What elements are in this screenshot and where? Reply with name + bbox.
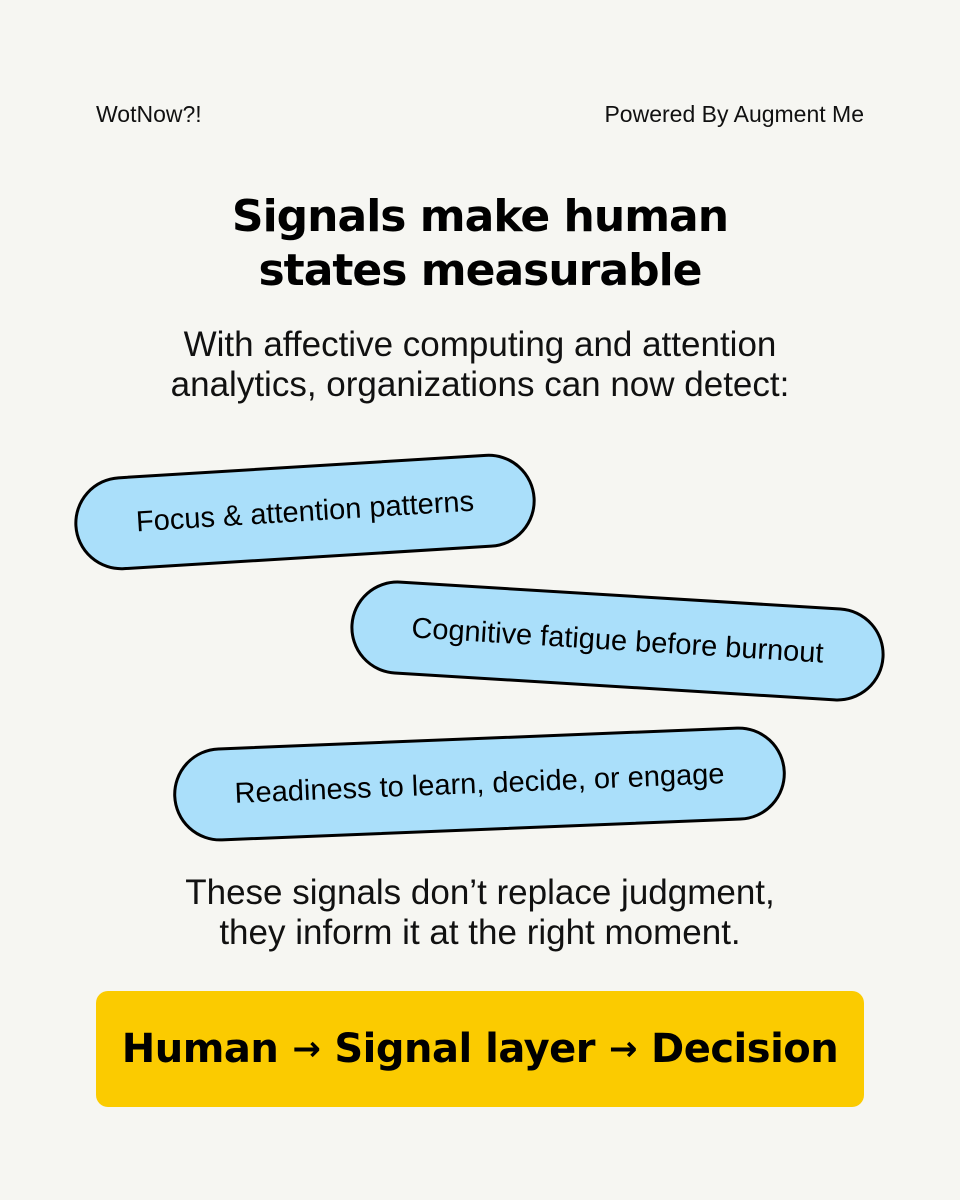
closing-line-2: they inform it at the right moment. (219, 913, 741, 952)
flow-banner: Human → Signal layer → Decision (96, 991, 864, 1107)
flow-step-signal-layer: Signal layer (334, 1026, 596, 1072)
page-title: Signals make human states measurable (0, 190, 960, 298)
intro-line-1: With affective computing and attention (183, 325, 777, 364)
closing-line-1: These signals don’t replace judgment, (185, 873, 775, 912)
signal-pill-label: Readiness to learn, decide, or engage (233, 757, 725, 810)
arrow-right-icon: → (292, 1029, 321, 1069)
brand-left: WotNow?! (96, 101, 202, 127)
flow-step-human: Human (121, 1026, 279, 1072)
closing-text: These signals don’t replace judgment, th… (0, 873, 960, 953)
signal-pill-fatigue: Cognitive fatigue before burnout (347, 577, 888, 705)
brand-right: Powered By Augment Me (604, 101, 864, 127)
intro-line-2: analytics, organizations can now detect: (170, 365, 790, 404)
signal-pill-readiness: Readiness to learn, decide, or engage (171, 724, 788, 844)
signal-pill-label: Focus & attention patterns (135, 485, 475, 538)
intro-text: With affective computing and attention a… (0, 325, 960, 405)
signal-pill-label: Cognitive fatigue before burnout (410, 611, 825, 670)
title-line-1: Signals make human (231, 191, 729, 242)
flow-step-decision: Decision (651, 1026, 839, 1072)
arrow-right-icon: → (609, 1029, 638, 1069)
signal-pill-focus: Focus & attention patterns (71, 450, 539, 574)
title-line-2: states measurable (258, 245, 702, 296)
